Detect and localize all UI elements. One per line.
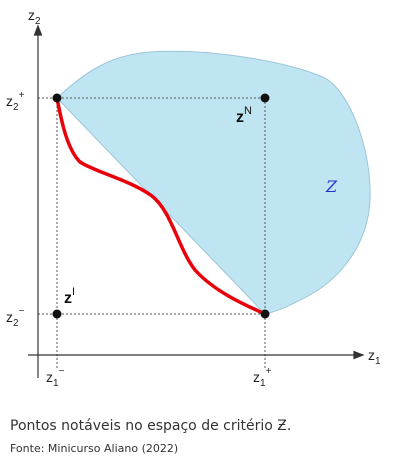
nadir-label: zN — [236, 105, 252, 126]
ideal-label: zI — [64, 286, 75, 307]
figure-source: Fonte: Minicurso Aliano (2022) — [10, 442, 179, 455]
x-tick-right: z1+ — [253, 366, 272, 389]
y-axis-label: z2 — [28, 7, 41, 27]
top-left-point — [52, 93, 62, 103]
figure-caption: Pontos notáveis no espaço de critério Ƶ. — [10, 418, 292, 434]
x-axis-arrow-icon — [353, 350, 365, 360]
feasible-region — [56, 50, 371, 315]
x-axis-label: z1 — [368, 347, 381, 367]
y-tick-top: z2+ — [6, 90, 25, 113]
bottom-right-point — [260, 309, 270, 319]
region-label: Z — [325, 177, 338, 196]
ideal-point — [52, 309, 62, 319]
pareto-front — [55, 96, 267, 316]
axes — [28, 24, 365, 378]
nadir-point — [260, 93, 270, 103]
x-tick-left: z1− — [46, 366, 65, 389]
guide-lines — [38, 97, 266, 370]
y-axis-arrow-icon — [33, 24, 43, 36]
y-tick-bottom: z2− — [6, 306, 25, 329]
criterion-space-diagram: z2 z1 z2+ z2− z1− z1+ zN zI Z — [6, 7, 381, 389]
